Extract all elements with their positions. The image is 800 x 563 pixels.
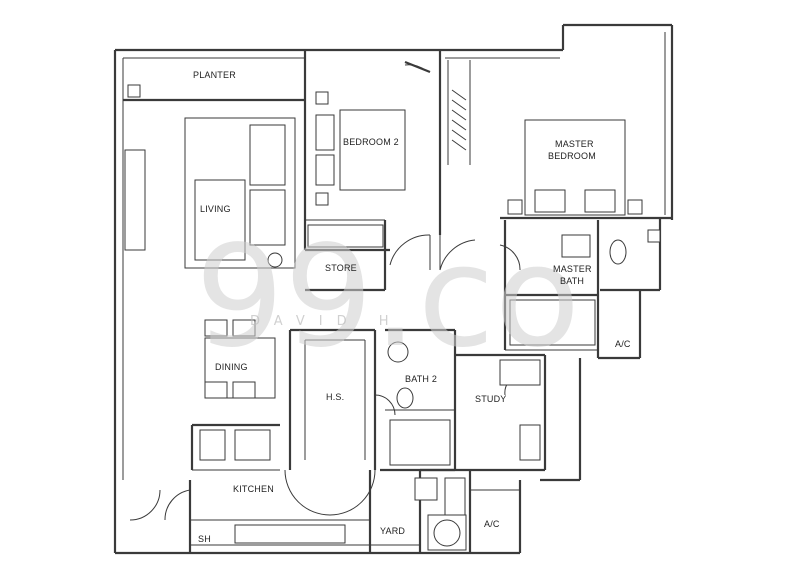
label-master-bath-2: BATH	[560, 276, 584, 286]
label-store: STORE	[325, 263, 357, 273]
label-master-bedroom-2: BEDROOM	[548, 151, 596, 161]
interior-walls	[129, 60, 600, 553]
label-sh: SH	[198, 534, 211, 544]
watermark-logo: 99.co	[195, 216, 580, 379]
label-hs: H.S.	[326, 392, 344, 402]
label-study: STUDY	[475, 394, 507, 404]
watermark: 99.co DAVID H	[195, 216, 580, 379]
label-ac-lower: A/C	[484, 519, 500, 529]
outer-walls	[113, 23, 674, 555]
label-bedroom2: BEDROOM 2	[343, 137, 399, 147]
watermark-subtext: DAVID H	[250, 314, 403, 329]
furniture	[124, 84, 661, 551]
label-dining: DINING	[215, 362, 248, 372]
label-kitchen: KITCHEN	[233, 484, 274, 494]
label-living: LIVING	[200, 204, 231, 214]
label-master-bedroom-1: MASTER	[555, 139, 594, 149]
label-planter: PLANTER	[193, 70, 236, 80]
label-yard: YARD	[380, 526, 405, 536]
label-ac-upper: A/C	[615, 339, 631, 349]
room-labels: PLANTER LIVING BEDROOM 2 STORE MASTER BE…	[193, 70, 631, 544]
label-master-bath-1: MASTER	[553, 264, 592, 274]
label-bath2: BATH 2	[405, 374, 437, 384]
